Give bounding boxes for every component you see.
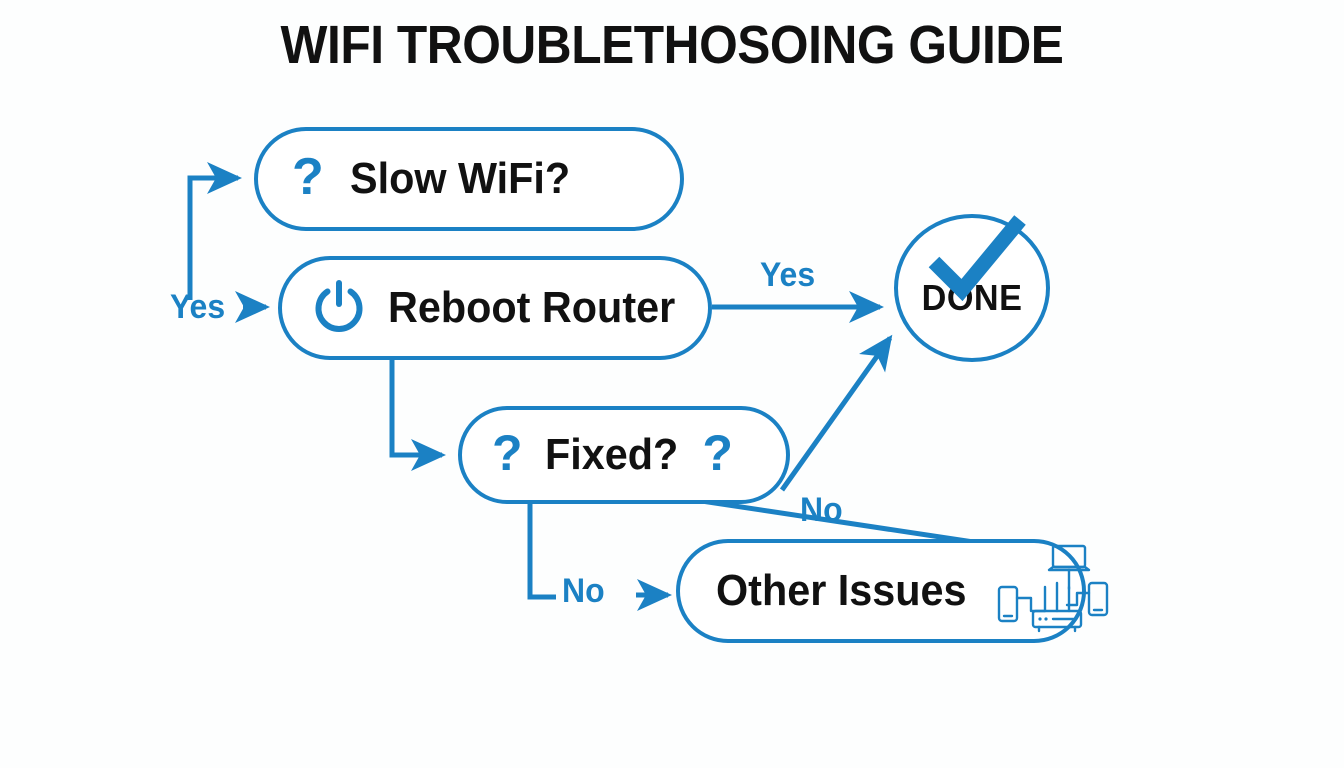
edge-label-no-right: No <box>800 491 843 530</box>
node-fixed[interactable]: ? Fixed? ? <box>458 406 790 504</box>
edge-reboot-to-fixed <box>389 360 447 471</box>
question-mark-icon: ? <box>702 425 733 481</box>
question-mark-icon: ? <box>292 148 324 206</box>
power-icon <box>308 275 370 342</box>
edge-label-no-right-text: No <box>800 491 843 529</box>
edge-label-yes-top-text: Yes <box>760 256 816 294</box>
node-other-issues[interactable]: Other Issues <box>676 539 1108 643</box>
node-other-issues-label: Other Issues <box>716 566 967 615</box>
edge-entry-to-slow-wifi <box>187 161 243 300</box>
node-slow-wifi-label: Slow WiFi? <box>349 154 570 203</box>
node-done-label: DONE <box>921 277 1023 318</box>
node-reboot-router-label: Reboot Router <box>388 283 676 332</box>
edge-label-yes-left: Yes <box>170 288 225 327</box>
edge-label-no-bottom-text: No <box>562 572 605 610</box>
edge-fixed-to-done <box>779 334 893 492</box>
node-reboot-router[interactable]: Reboot Router <box>278 256 712 360</box>
question-mark-icon: ? <box>492 425 523 481</box>
node-fixed-label: Fixed? <box>544 430 678 479</box>
node-done[interactable]: DONE <box>894 214 1050 362</box>
page-title: WIFI TROUBLETHOSOING GUIDE <box>280 15 1064 75</box>
edge-label-yes-left-text: Yes <box>170 288 226 326</box>
node-slow-wifi[interactable]: ? Slow WiFi? <box>254 127 684 231</box>
edge-label-yes-top: Yes <box>760 256 815 295</box>
network-devices-icon <box>993 543 1113 640</box>
edge-label-no-bottom: No <box>562 572 605 611</box>
